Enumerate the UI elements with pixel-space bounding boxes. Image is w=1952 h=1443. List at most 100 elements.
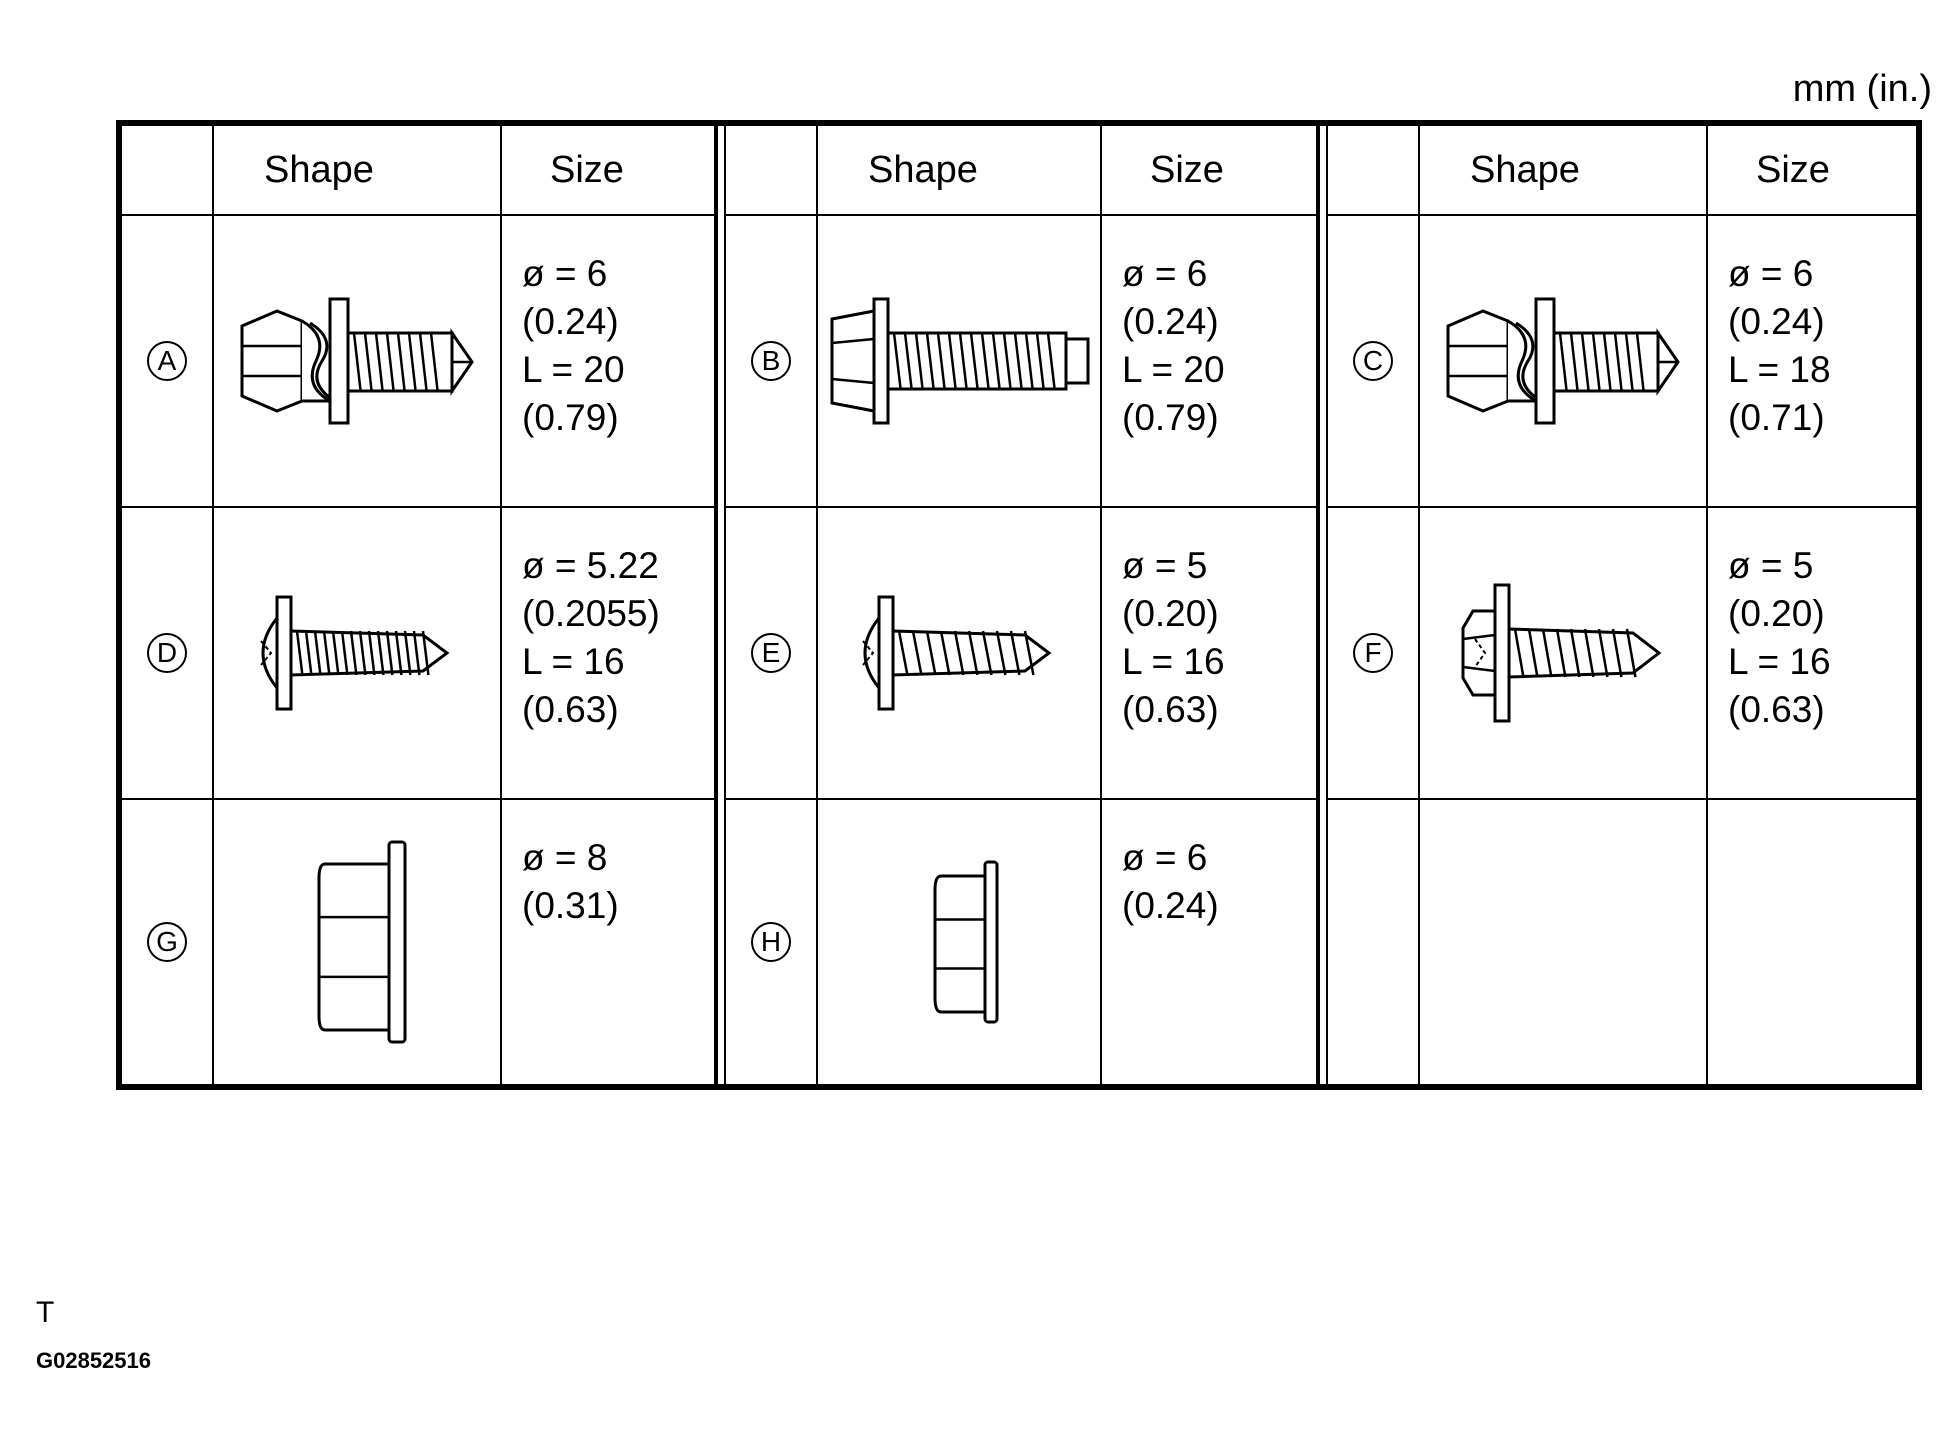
- part-size-cell: ø = 5 (0.20) L = 16 (0.63): [1708, 508, 1916, 800]
- part-size-text: ø = 5 (0.20) L = 16 (0.63): [1708, 508, 1916, 734]
- group-separator: [1318, 508, 1328, 800]
- part-size-cell: ø = 5.22 (0.2055) L = 16 (0.63): [502, 508, 716, 800]
- round-head-tapping-screw-icon: [849, 583, 1069, 723]
- header-label-cell: [122, 126, 214, 216]
- hex-flange-bolt-with-washer-icon: [232, 281, 482, 441]
- header-size: Size: [502, 126, 716, 216]
- hex-flange-bolt-with-washer-icon: [1438, 281, 1688, 441]
- size-line: (0.24): [1728, 301, 1825, 342]
- part-shape-cell: [818, 216, 1102, 508]
- round-head-tapping-screw-icon: [247, 583, 467, 723]
- group-separator: [716, 126, 726, 216]
- size-line: (0.63): [1122, 689, 1219, 730]
- part-size-text: ø = 8 (0.31): [502, 800, 714, 930]
- part-id-badge: E: [751, 633, 791, 673]
- figure-id: G02852516: [36, 1348, 151, 1373]
- part-shape-cell: [214, 800, 502, 1084]
- header-size: Size: [1708, 126, 1916, 216]
- size-line: (0.79): [522, 397, 619, 438]
- group-separator: [1318, 216, 1328, 508]
- part-size-cell: ø = 6 (0.24): [1102, 800, 1318, 1084]
- part-size-text: ø = 6 (0.24) L = 20 (0.79): [1102, 216, 1316, 442]
- size-line: (0.63): [1728, 689, 1825, 730]
- size-line: (0.71): [1728, 397, 1825, 438]
- part-size-cell: ø = 6 (0.24) L = 18 (0.71): [1708, 216, 1916, 508]
- part-label-cell: B: [726, 216, 818, 508]
- part-id-badge: F: [1353, 633, 1393, 673]
- size-line: ø = 6: [1122, 253, 1208, 294]
- part-id-badge: C: [1353, 341, 1393, 381]
- part-size-text: ø = 6 (0.24) L = 18 (0.71): [1708, 216, 1916, 442]
- group-separator: [716, 216, 726, 508]
- part-label-cell: H: [726, 800, 818, 1084]
- size-line: (0.63): [522, 689, 619, 730]
- part-label-cell: [1328, 800, 1420, 1084]
- part-id-badge: G: [147, 922, 187, 962]
- part-size-cell: [1708, 800, 1916, 1084]
- size-line: (0.31): [522, 885, 619, 926]
- size-line: (0.79): [1122, 397, 1219, 438]
- part-size-cell: ø = 6 (0.24) L = 20 (0.79): [1102, 216, 1318, 508]
- part-size-text: ø = 6 (0.24): [1102, 800, 1316, 930]
- part-id-badge: B: [751, 341, 791, 381]
- part-label-cell: D: [122, 508, 214, 800]
- group-separator: [1318, 800, 1328, 1084]
- group-separator: [716, 508, 726, 800]
- size-line: ø = 5.22: [522, 545, 659, 586]
- part-size-cell: ø = 8 (0.31): [502, 800, 716, 1084]
- part-size-text: ø = 5 (0.20) L = 16 (0.63): [1102, 508, 1316, 734]
- part-size-cell: ø = 5 (0.20) L = 16 (0.63): [1102, 508, 1318, 800]
- size-line: L = 20: [1122, 349, 1225, 390]
- part-id-badge: A: [147, 341, 187, 381]
- part-id-badge: H: [751, 922, 791, 962]
- part-label-cell: G: [122, 800, 214, 1084]
- size-line: (0.2055): [522, 593, 660, 634]
- size-line: (0.20): [1122, 593, 1219, 634]
- part-shape-cell: [214, 216, 502, 508]
- header-label-cell: [1328, 126, 1420, 216]
- header-size: Size: [1102, 126, 1318, 216]
- size-line: L = 18: [1728, 349, 1831, 390]
- flange-nut-icon: [919, 860, 999, 1024]
- group-separator: [716, 800, 726, 1084]
- part-shape-cell: [818, 800, 1102, 1084]
- size-line: ø = 5: [1122, 545, 1208, 586]
- part-size-text: ø = 5.22 (0.2055) L = 16 (0.63): [502, 508, 714, 734]
- size-line: L = 20: [522, 349, 625, 390]
- part-shape-cell: [214, 508, 502, 800]
- size-line: L = 16: [1728, 641, 1831, 682]
- size-line: ø = 5: [1728, 545, 1814, 586]
- header-label-cell: [726, 126, 818, 216]
- part-size-cell: ø = 6 (0.24) L = 20 (0.79): [502, 216, 716, 508]
- part-label-cell: F: [1328, 508, 1420, 800]
- size-line: ø = 6: [1122, 837, 1208, 878]
- hex-head-tapping-screw-icon: [1453, 573, 1673, 733]
- part-shape-cell: [1420, 800, 1708, 1084]
- flange-nut-icon: [307, 840, 407, 1044]
- size-line: (0.24): [1122, 301, 1219, 342]
- part-size-text: ø = 6 (0.24) L = 20 (0.79): [502, 216, 714, 442]
- size-line: (0.24): [1122, 885, 1219, 926]
- part-shape-cell: [1420, 508, 1708, 800]
- header-shape: Shape: [214, 126, 502, 216]
- units-label: mm (in.): [1792, 68, 1932, 110]
- size-line: ø = 6: [522, 253, 608, 294]
- size-line: ø = 8: [522, 837, 608, 878]
- size-line: L = 16: [522, 641, 625, 682]
- size-line: ø = 6: [1728, 253, 1814, 294]
- group-separator: [1318, 126, 1328, 216]
- hex-flange-bolt-icon: [824, 291, 1094, 431]
- part-label-cell: E: [726, 508, 818, 800]
- part-shape-cell: [818, 508, 1102, 800]
- part-label-cell: C: [1328, 216, 1420, 508]
- size-line: (0.24): [522, 301, 619, 342]
- page-mark: T: [36, 1296, 55, 1329]
- part-id-badge: D: [147, 633, 187, 673]
- size-line: L = 16: [1122, 641, 1225, 682]
- header-shape: Shape: [818, 126, 1102, 216]
- part-label-cell: A: [122, 216, 214, 508]
- header-shape: Shape: [1420, 126, 1708, 216]
- size-line: (0.20): [1728, 593, 1825, 634]
- part-shape-cell: [1420, 216, 1708, 508]
